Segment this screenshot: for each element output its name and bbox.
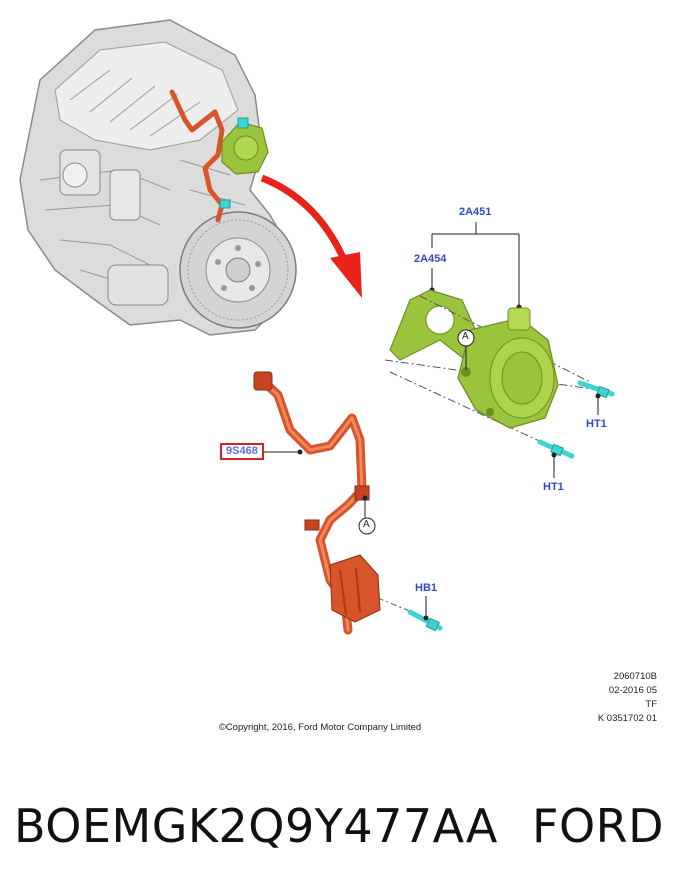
drawing-reference: 2060710B 02-2016 05 TF K 0351702 01 [598, 670, 657, 726]
ref-line-2: 02-2016 05 [608, 685, 657, 696]
label-bracket: 2A454 [414, 253, 447, 265]
vacuum-hose [253, 371, 381, 635]
direction-arrow [260, 174, 362, 298]
part-number: BOEMGK2Q9Y477AA [14, 799, 498, 853]
ref-line-3: TF [645, 699, 657, 710]
copyright-notice: ©Copyright, 2016, Ford Motor Company Lim… [218, 722, 422, 733]
bolt-hb1 [407, 609, 443, 632]
footer-caption: BOEMGK2Q9Y477AA FORD [0, 796, 675, 866]
ref-line-4: K 0351702 01 [597, 713, 657, 724]
callout-a-upper: A [462, 331, 469, 342]
engine-illustration [19, 19, 297, 336]
assembly-leader [431, 222, 520, 305]
exploded-view-diagram [19, 19, 615, 635]
label-bolt-lower: HT1 [543, 481, 564, 493]
vacuum-pump [457, 307, 559, 429]
label-bolt-upper: HT1 [586, 418, 607, 430]
callout-a-lower: A [363, 519, 370, 530]
pump-on-engine [219, 117, 269, 209]
brand-name: FORD [532, 799, 665, 853]
label-assembly: 2A451 [459, 206, 492, 218]
label-bolt-hose: HB1 [415, 582, 438, 594]
label-hose: 9S468 [220, 443, 264, 460]
ref-line-1: 2060710B [613, 671, 657, 682]
hose-on-engine [169, 89, 225, 223]
